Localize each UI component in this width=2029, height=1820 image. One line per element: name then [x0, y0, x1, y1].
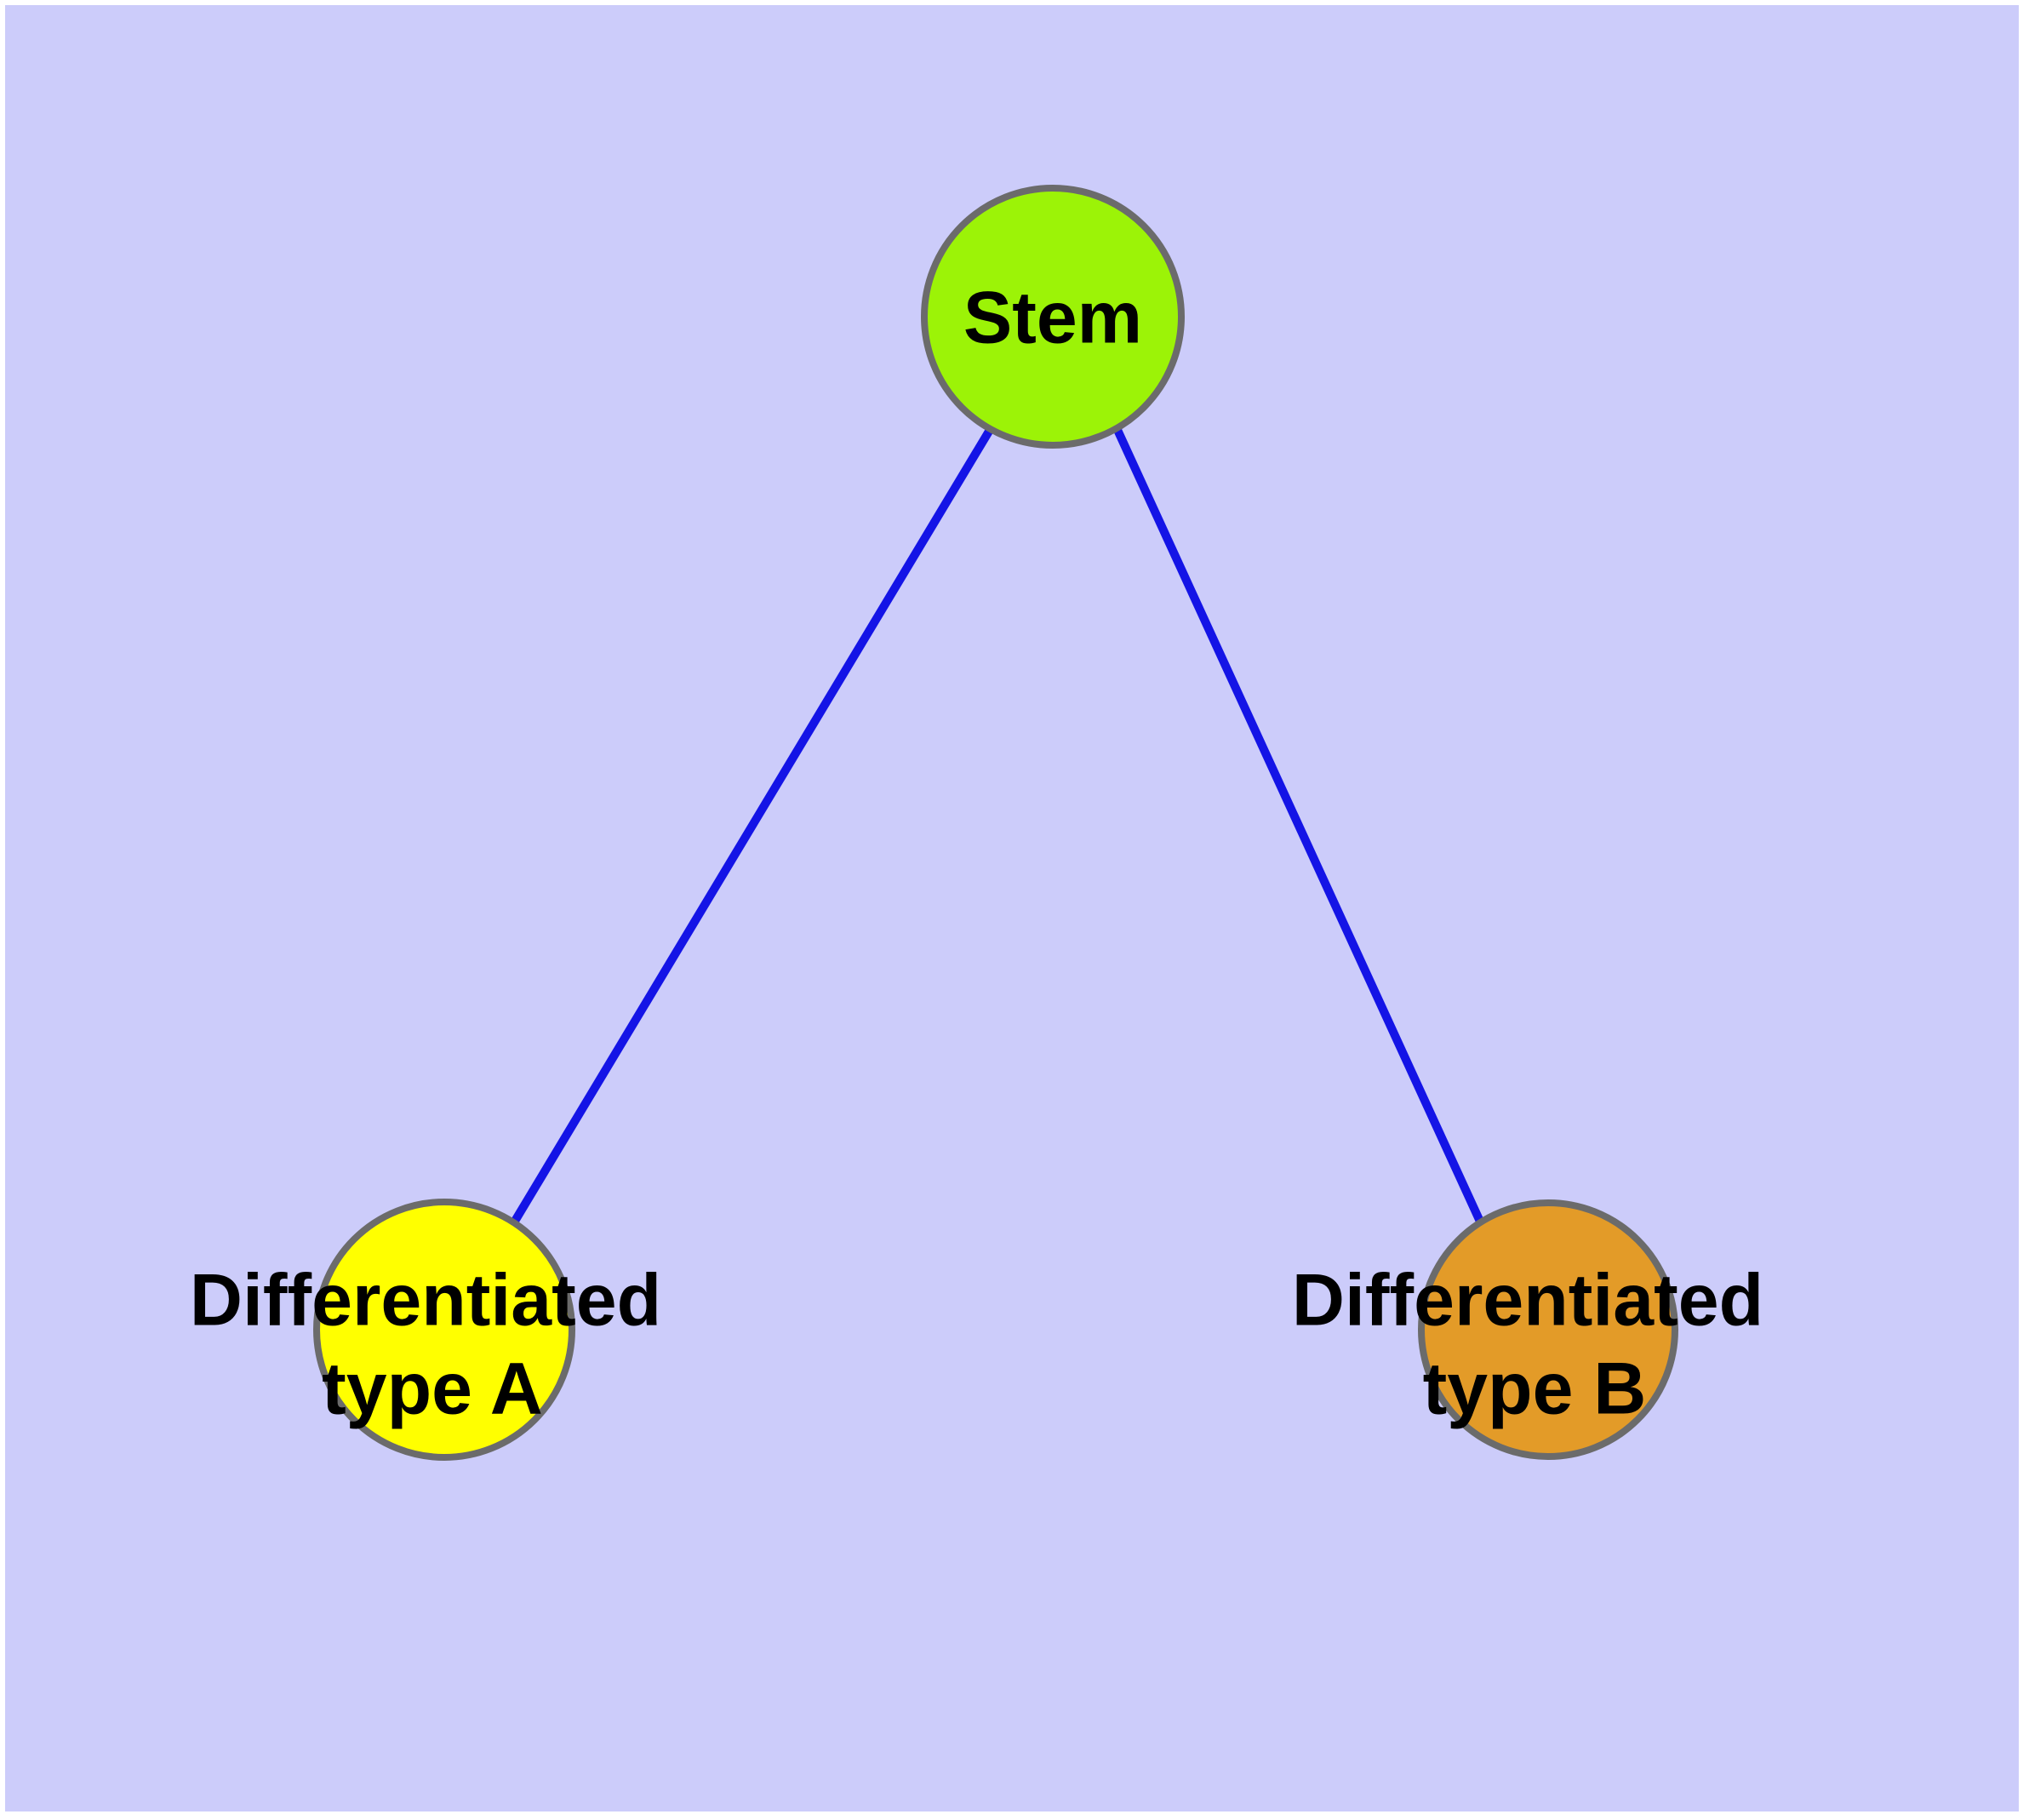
edge-layer: [510, 427, 1485, 1226]
node-differentiated-type-b[interactable]: [1418, 1199, 1678, 1460]
node-label-differentiated-type-b-line1: Differentiated: [1292, 1260, 1763, 1342]
node-differentiated-type-a[interactable]: [313, 1199, 575, 1461]
node-label-differentiated-type-a-line1: Differentiated: [190, 1260, 661, 1342]
label-layer: Stem Differentiated type A Differentiate…: [190, 278, 1763, 1430]
node-stem[interactable]: [921, 185, 1185, 449]
node-label-differentiated-type-a-line2: type A: [322, 1348, 543, 1430]
edge-stem-to-differentiated-type-b[interactable]: [1113, 427, 1485, 1226]
node-layer: [313, 185, 1678, 1461]
edge-stem-to-differentiated-type-a[interactable]: [510, 427, 994, 1225]
node-label-stem: Stem: [963, 278, 1142, 359]
node-label-differentiated-type-b-line2: type B: [1423, 1348, 1647, 1430]
